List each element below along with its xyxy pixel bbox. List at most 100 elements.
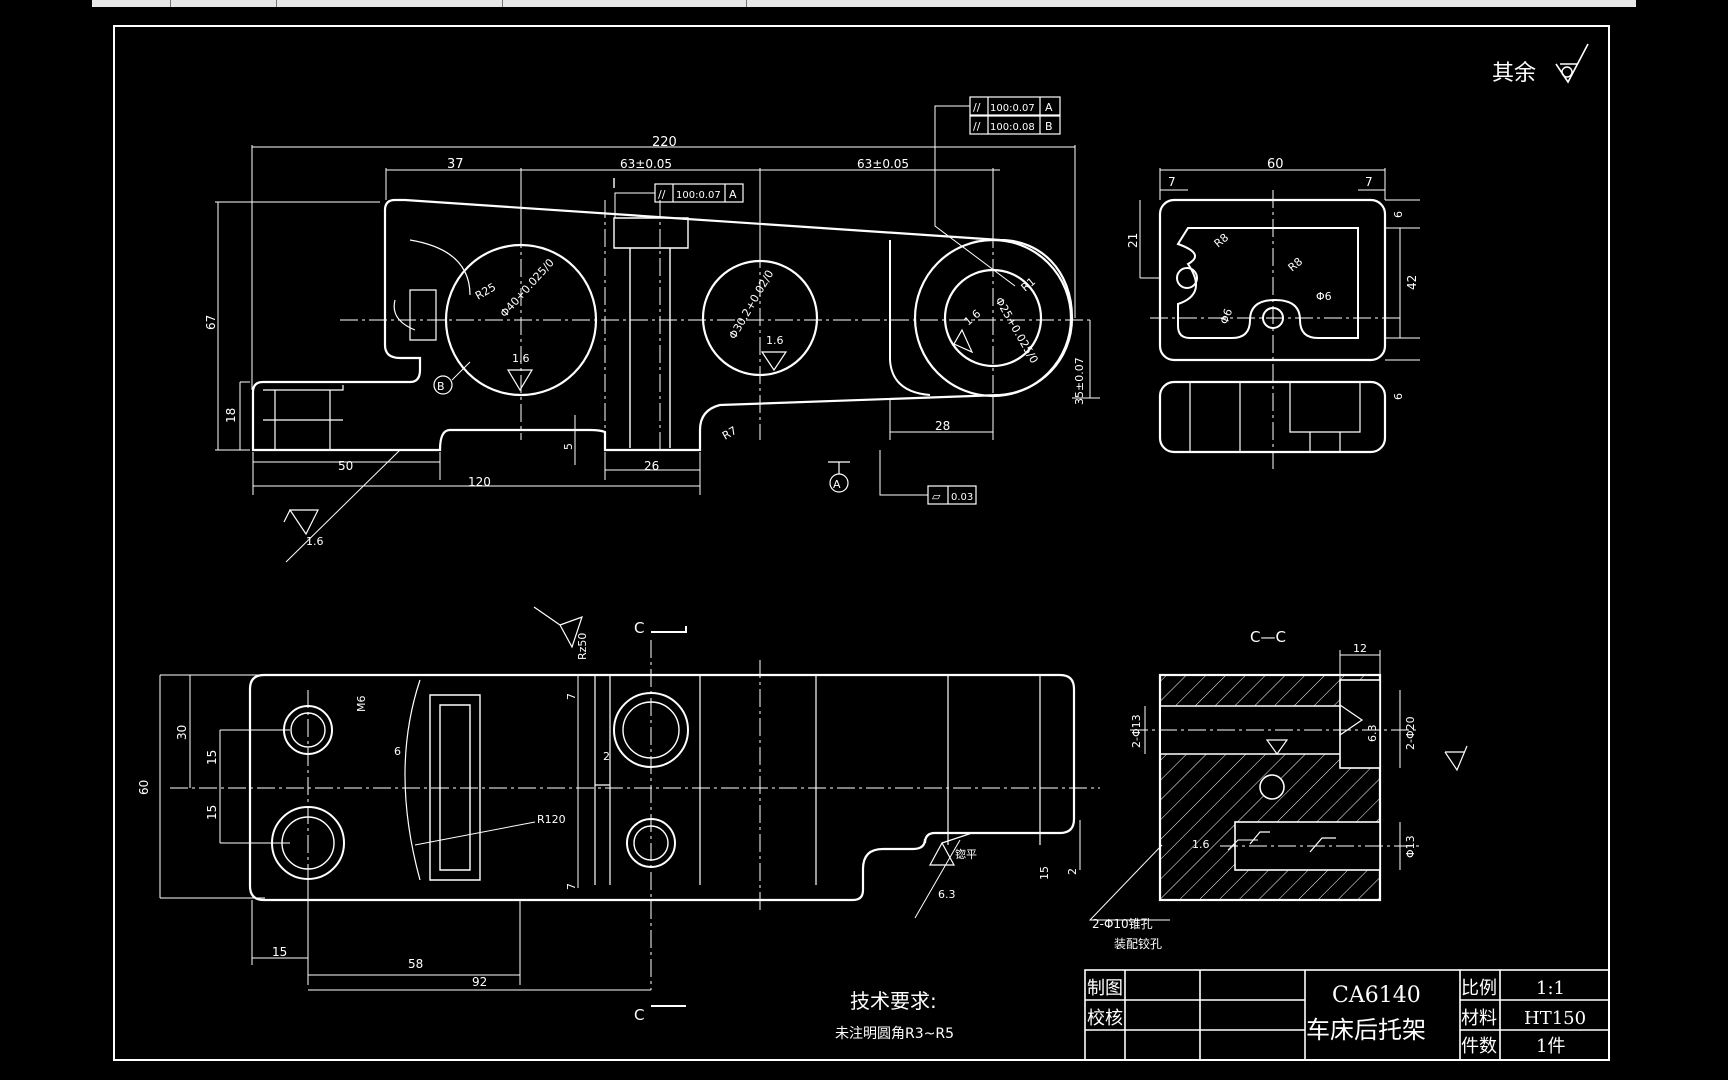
svg-text:7: 7 bbox=[565, 883, 578, 890]
svg-text:12: 12 bbox=[1353, 642, 1367, 655]
svg-text:Φ25+0.025/0: Φ25+0.025/0 bbox=[992, 295, 1040, 366]
svg-text:2: 2 bbox=[1066, 868, 1079, 875]
svg-text:Φ40+0.025/0: Φ40+0.025/0 bbox=[498, 256, 557, 320]
svg-text:2: 2 bbox=[603, 750, 610, 763]
svg-text:28: 28 bbox=[935, 419, 950, 433]
svg-text:30: 30 bbox=[175, 725, 189, 740]
document-tab[interactable] bbox=[276, 0, 503, 7]
svg-text://: // bbox=[658, 188, 666, 201]
tolerance-frame-flatness: ▱ 0.03 bbox=[879, 450, 977, 505]
svg-text:7: 7 bbox=[1365, 175, 1373, 189]
svg-text:60: 60 bbox=[137, 780, 151, 795]
svg-text:1:1: 1:1 bbox=[1536, 978, 1565, 999]
svg-text:1.6: 1.6 bbox=[766, 334, 784, 347]
svg-text:A: A bbox=[833, 478, 841, 491]
svg-text:HT150: HT150 bbox=[1524, 1008, 1586, 1029]
svg-text:100:0.07: 100:0.07 bbox=[990, 103, 1035, 114]
svg-text:6: 6 bbox=[1392, 393, 1405, 400]
svg-text:C—C: C—C bbox=[1250, 628, 1286, 646]
tolerance-frame-top1: // 100:0.07 A bbox=[969, 96, 1061, 116]
svg-text:58: 58 bbox=[408, 957, 423, 971]
svg-text:1.6: 1.6 bbox=[962, 307, 984, 328]
svg-text:R8: R8 bbox=[1212, 231, 1232, 250]
tolerance-frame-top2: // 100:0.08 B bbox=[969, 115, 1061, 135]
svg-text:锪平: 锪平 bbox=[955, 848, 977, 861]
svg-text:60: 60 bbox=[1267, 157, 1284, 172]
svg-text:R25: R25 bbox=[473, 281, 498, 303]
svg-text:▱: ▱ bbox=[932, 490, 941, 503]
svg-text:1.6: 1.6 bbox=[1192, 838, 1210, 851]
svg-text://: // bbox=[973, 120, 981, 133]
svg-text:100:0.07: 100:0.07 bbox=[676, 190, 721, 201]
svg-text://: // bbox=[973, 101, 981, 114]
drawing-model: CA6140 bbox=[1332, 983, 1421, 1008]
svg-text:7: 7 bbox=[1168, 175, 1176, 189]
svg-text:A: A bbox=[1045, 101, 1053, 114]
svg-text:比例: 比例 bbox=[1461, 978, 1497, 999]
svg-text:37: 37 bbox=[447, 157, 464, 172]
drawing-name: 车床后托架 bbox=[1306, 1016, 1426, 1044]
document-tab-bar bbox=[92, 0, 1636, 7]
document-tab[interactable] bbox=[170, 0, 277, 7]
svg-text:R120: R120 bbox=[537, 813, 566, 826]
svg-text:B: B bbox=[437, 380, 445, 393]
svg-text:6: 6 bbox=[394, 745, 401, 758]
svg-text:120: 120 bbox=[468, 475, 491, 489]
tech-req-body: 未注明圆角R3~R5 bbox=[835, 1026, 954, 1042]
document-tab[interactable] bbox=[92, 0, 171, 7]
svg-text:35±0.07: 35±0.07 bbox=[1073, 357, 1086, 405]
svg-text:63±0.05: 63±0.05 bbox=[857, 157, 909, 171]
svg-text:18: 18 bbox=[224, 408, 238, 423]
svg-text:C: C bbox=[634, 1006, 644, 1024]
svg-text:7: 7 bbox=[565, 693, 578, 700]
svg-text:件数: 件数 bbox=[1461, 1036, 1497, 1057]
svg-text:26: 26 bbox=[644, 459, 659, 473]
svg-text:R7: R7 bbox=[720, 424, 739, 443]
svg-text:材料: 材料 bbox=[1461, 1008, 1497, 1029]
svg-text:制图: 制图 bbox=[1087, 978, 1123, 999]
top-view: C C 60 30 15 15 M6 6 2 7 7 R1 bbox=[137, 606, 1100, 1024]
svg-text:校核: 校核 bbox=[1087, 1008, 1123, 1029]
svg-text:42: 42 bbox=[1405, 275, 1419, 290]
side-view: 60 7 7 21 42 6 6 R8 R8 Φ6 Φ6 bbox=[1126, 157, 1420, 470]
drawing-border bbox=[113, 25, 1610, 1061]
svg-text:1.6: 1.6 bbox=[306, 535, 324, 548]
svg-text:Rz50: Rz50 bbox=[576, 633, 589, 660]
document-tab[interactable] bbox=[502, 0, 747, 7]
svg-text:2-Φ13: 2-Φ13 bbox=[1130, 714, 1143, 748]
svg-text:2-Φ20: 2-Φ20 bbox=[1404, 716, 1417, 750]
svg-text:2-Φ10锥孔: 2-Φ10锥孔 bbox=[1092, 917, 1153, 931]
svg-text:15: 15 bbox=[1038, 866, 1051, 880]
svg-text:92: 92 bbox=[472, 975, 487, 989]
svg-text:6.3: 6.3 bbox=[938, 888, 956, 901]
svg-text:其余: 其余 bbox=[1492, 61, 1536, 86]
svg-text:15: 15 bbox=[205, 805, 219, 820]
section-c-c: C—C 12 2-Φ13 2-Φ20 Φ13 6.3 1.6 2-Φ10锥孔 bbox=[1088, 628, 1468, 951]
svg-text:6.3: 6.3 bbox=[1366, 725, 1379, 743]
svg-text:1件: 1件 bbox=[1536, 1036, 1565, 1057]
svg-text:C: C bbox=[634, 619, 644, 637]
svg-text:15: 15 bbox=[205, 750, 219, 765]
svg-text:Φ30.2+0.02/0: Φ30.2+0.02/0 bbox=[726, 268, 776, 342]
svg-text:R1: R1 bbox=[1019, 275, 1039, 294]
svg-text:5: 5 bbox=[562, 443, 575, 450]
svg-text:220: 220 bbox=[652, 135, 677, 150]
tolerance-frame-mid: // 100:0.07 A bbox=[654, 183, 744, 203]
svg-text:67: 67 bbox=[204, 315, 218, 330]
technical-requirements: 技术要求: 未注明圆角R3~R5 bbox=[835, 989, 954, 1042]
svg-text:1.6: 1.6 bbox=[512, 352, 530, 365]
svg-text:50: 50 bbox=[338, 459, 353, 473]
svg-text:Φ6: Φ6 bbox=[1316, 290, 1332, 303]
svg-text:R8: R8 bbox=[1286, 255, 1306, 274]
svg-text:M6: M6 bbox=[355, 696, 368, 713]
svg-text:装配铰孔: 装配铰孔 bbox=[1114, 936, 1162, 951]
svg-text:0.03: 0.03 bbox=[951, 492, 973, 503]
tech-req-title: 技术要求: bbox=[850, 989, 937, 1013]
svg-text:Φ6: Φ6 bbox=[1218, 307, 1236, 326]
svg-text:A: A bbox=[729, 188, 737, 201]
svg-text:15: 15 bbox=[272, 945, 287, 959]
general-roughness-note: 其余 bbox=[1492, 43, 1589, 86]
svg-text:6: 6 bbox=[1392, 211, 1405, 218]
svg-text:B: B bbox=[1045, 120, 1053, 133]
